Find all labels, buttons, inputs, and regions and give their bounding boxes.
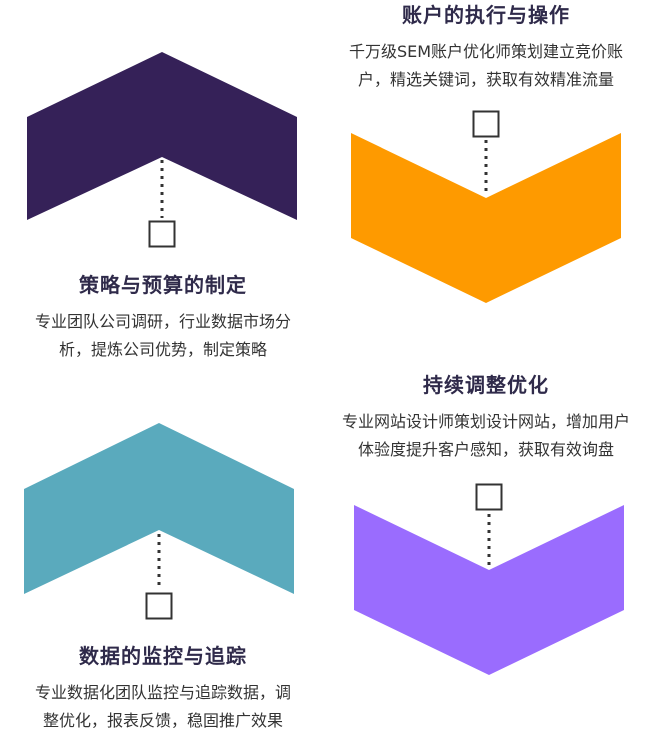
step-1-desc-line1: 专业团队公司调研，行业数据市场分 [34,312,291,331]
step-3-text: 持续调整优化 专业网站设计师策划设计网站，增加用户 体验度提升客户感知，获取有效… [306,372,666,464]
step-3-desc-line1: 专业网站设计师策划设计网站，增加用户 [341,412,630,431]
step-3-description: 专业网站设计师策划设计网站，增加用户 体验度提升客户感知，获取有效询盘 [306,408,666,464]
step-4-text: 数据的监控与追踪 专业数据化团队监控与追踪数据，调 整优化，报表反馈，稳固推广效… [0,643,326,735]
step-3-chevron [354,505,624,675]
step-4-chevron [24,423,294,594]
step-2-desc-line2: 户，精选关键词，获取有效精准流量 [357,70,614,89]
step-4-description: 专业数据化团队监控与追踪数据，调 整优化，报表反馈，稳固推广效果 [0,679,326,735]
step-2-text: 账户的执行与操作 千万级SEM账户优化师策划建立竞价账 户，精选关键词，获取有效… [306,2,666,94]
step-4-desc-line1: 专业数据化团队监控与追踪数据，调 [34,683,291,702]
step-4-title: 数据的监控与追踪 [79,644,247,668]
step-1-title: 策略与预算的制定 [79,273,247,297]
step-2-marker [472,110,500,138]
step-4-marker [145,592,173,620]
step-2-chevron [351,133,621,303]
step-3-title: 持续调整优化 [423,373,549,397]
step-1-marker [148,220,176,248]
step-4-desc-line2: 整优化，报表反馈，稳固推广效果 [42,711,283,730]
step-1-desc-line2: 析，提炼公司优势，制定策略 [58,340,267,359]
step-1-chevron [27,52,297,220]
step-3-desc-line2: 体验度提升客户感知，获取有效询盘 [357,440,614,459]
step-1-description: 专业团队公司调研，行业数据市场分 析，提炼公司优势，制定策略 [0,308,326,364]
step-2-description: 千万级SEM账户优化师策划建立竞价账 户，精选关键词，获取有效精准流量 [306,38,666,94]
step-2-title: 账户的执行与操作 [402,3,570,27]
step-3-marker [475,483,503,511]
step-2-desc-line1: 千万级SEM账户优化师策划建立竞价账 [348,42,624,61]
step-1-text: 策略与预算的制定 专业团队公司调研，行业数据市场分 析，提炼公司优势，制定策略 [0,272,326,364]
